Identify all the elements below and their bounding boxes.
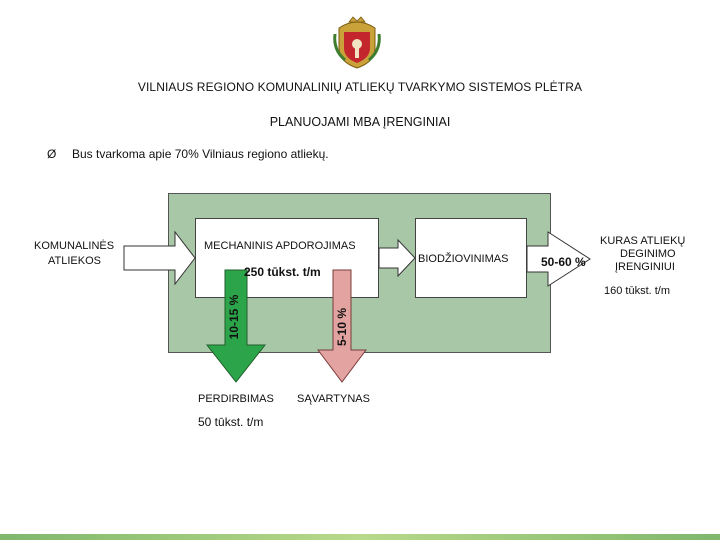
recycle-percent-label: 10-15 %	[227, 294, 241, 340]
input-label-line1: KOMUNALINĖS	[34, 240, 115, 252]
page-subtitle: PLANUOJAMI MBA ĮRENGINIAI	[269, 115, 451, 129]
output-arrow	[526, 231, 591, 287]
mechanical-processing-label: MECHANINIS APDOROJIMAS	[204, 240, 356, 252]
bullet-arrow-icon: Ø	[47, 147, 57, 161]
page-header-title: VILNIAUS REGIONO KOMUNALINIŲ ATLIEKŲ TVA…	[137, 80, 583, 94]
input-label-line2: ATLIEKOS	[48, 255, 101, 267]
output-label-line2: DEGINIMO	[620, 248, 676, 260]
recycle-capacity-label: 50 tūkst. t/m	[198, 415, 264, 429]
output-label-line1: KURAS ATLIEKŲ	[600, 235, 686, 247]
biodrying-label: BIODŽIOVINIMAS	[418, 253, 509, 265]
output-label-line3: ĮRENGINIUI	[615, 261, 675, 273]
recycle-arrow	[205, 269, 267, 383]
landfill-arrow	[317, 269, 367, 383]
landfill-label: SĄVARTYNAS	[297, 393, 370, 405]
recycle-label: PERDIRBIMAS	[198, 393, 274, 405]
mechanical-capacity-label: 250 tūkst. t/m	[244, 265, 321, 279]
output-capacity-label: 160 tūkst. t/m	[604, 285, 671, 297]
landfill-percent-label: 5-10 %	[335, 307, 349, 347]
vilnius-coat-of-arms-icon	[333, 16, 381, 69]
output-percent-label: 50-60 %	[541, 255, 586, 269]
mech-to-bio-arrow	[378, 238, 416, 278]
footer-bar	[0, 534, 720, 540]
input-arrow	[123, 230, 196, 286]
bullet-text: Bus tvarkoma apie 70% Vilniaus regiono a…	[72, 147, 329, 161]
